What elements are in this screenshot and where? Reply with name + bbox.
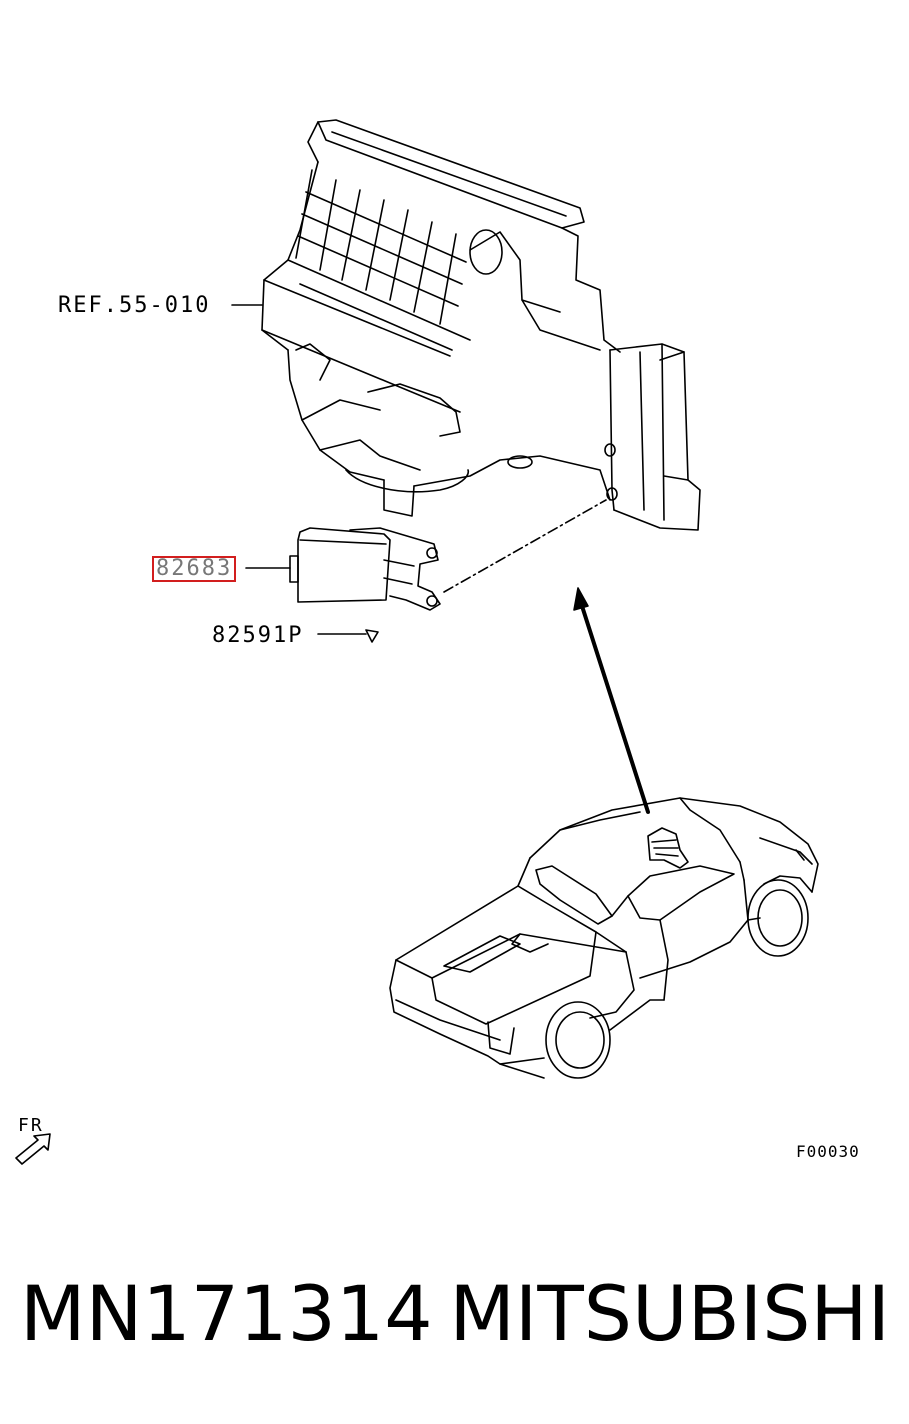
hvac-unit bbox=[261, 119, 701, 531]
truck-module-location bbox=[647, 827, 689, 869]
location-arrow bbox=[573, 587, 650, 814]
bolt-callout: 82591P bbox=[212, 623, 304, 648]
reference-callout: REF.55-010 bbox=[58, 293, 211, 318]
front-direction-arrow-icon bbox=[15, 1133, 51, 1165]
mount-connection-line bbox=[443, 499, 607, 593]
control-module bbox=[289, 527, 441, 611]
brand-name: MITSUBISHI bbox=[449, 1268, 890, 1358]
front-direction-label: FR bbox=[18, 1115, 44, 1136]
figure-code: F00030 bbox=[796, 1142, 860, 1161]
part-number: MN171314 bbox=[20, 1268, 433, 1358]
footer-caption: MN171314 MITSUBISHI bbox=[20, 1268, 890, 1358]
pickup-truck bbox=[389, 797, 819, 1079]
part-number-callout[interactable]: 82683 bbox=[152, 556, 237, 582]
bolt-fastener bbox=[317, 629, 379, 643]
